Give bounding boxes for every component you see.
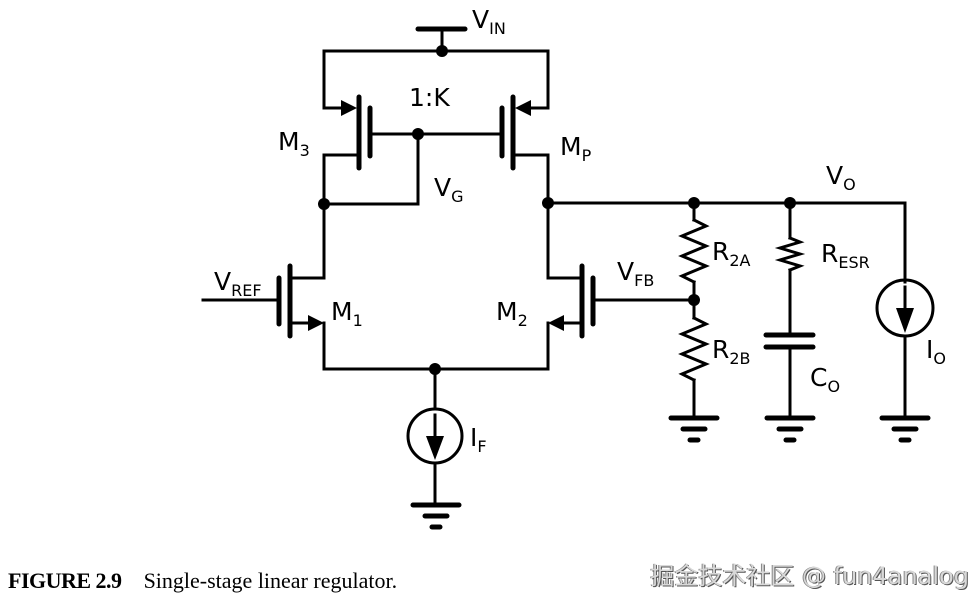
label-mp: MP (560, 132, 592, 165)
resistor-r2a (678, 201, 710, 302)
label-resr: RESR (821, 239, 870, 272)
label-vin: VIN (472, 5, 506, 38)
capacitor-co (763, 268, 816, 443)
label-r2a: R2A (712, 237, 751, 270)
vin-supply (322, 26, 550, 57)
label-ratio: 1:K (409, 83, 450, 112)
resistor-r2b (668, 298, 720, 443)
current-source-if (406, 363, 464, 530)
label-io: IO (926, 335, 946, 368)
figure-caption: FIGURE 2.9 Single-stage linear regulator. (8, 568, 397, 594)
figure-number: FIGURE 2.9 (8, 568, 122, 593)
label-vref: VREF (214, 267, 262, 300)
label-vfb: VFB (617, 257, 654, 290)
current-source-io (875, 201, 935, 443)
watermark: 掘金技术社区 @ fun4analog (650, 562, 969, 590)
label-r2b: R2B (712, 335, 751, 368)
figure-caption-text: Single-stage linear regulator. (143, 568, 398, 593)
transistor-mp (416, 49, 550, 206)
resistor-resr (774, 201, 806, 272)
label-m3: M3 (278, 127, 310, 160)
label-m2: M2 (496, 297, 528, 330)
diode-connection-wire (322, 132, 420, 206)
transistor-m1 (201, 202, 550, 371)
label-vg: VG (434, 173, 464, 206)
label-m1: M1 (331, 297, 363, 330)
label-vo: VO (826, 161, 856, 194)
transistor-m3 (322, 49, 420, 206)
label-if: IF (470, 423, 487, 456)
label-co: CO (810, 363, 840, 396)
